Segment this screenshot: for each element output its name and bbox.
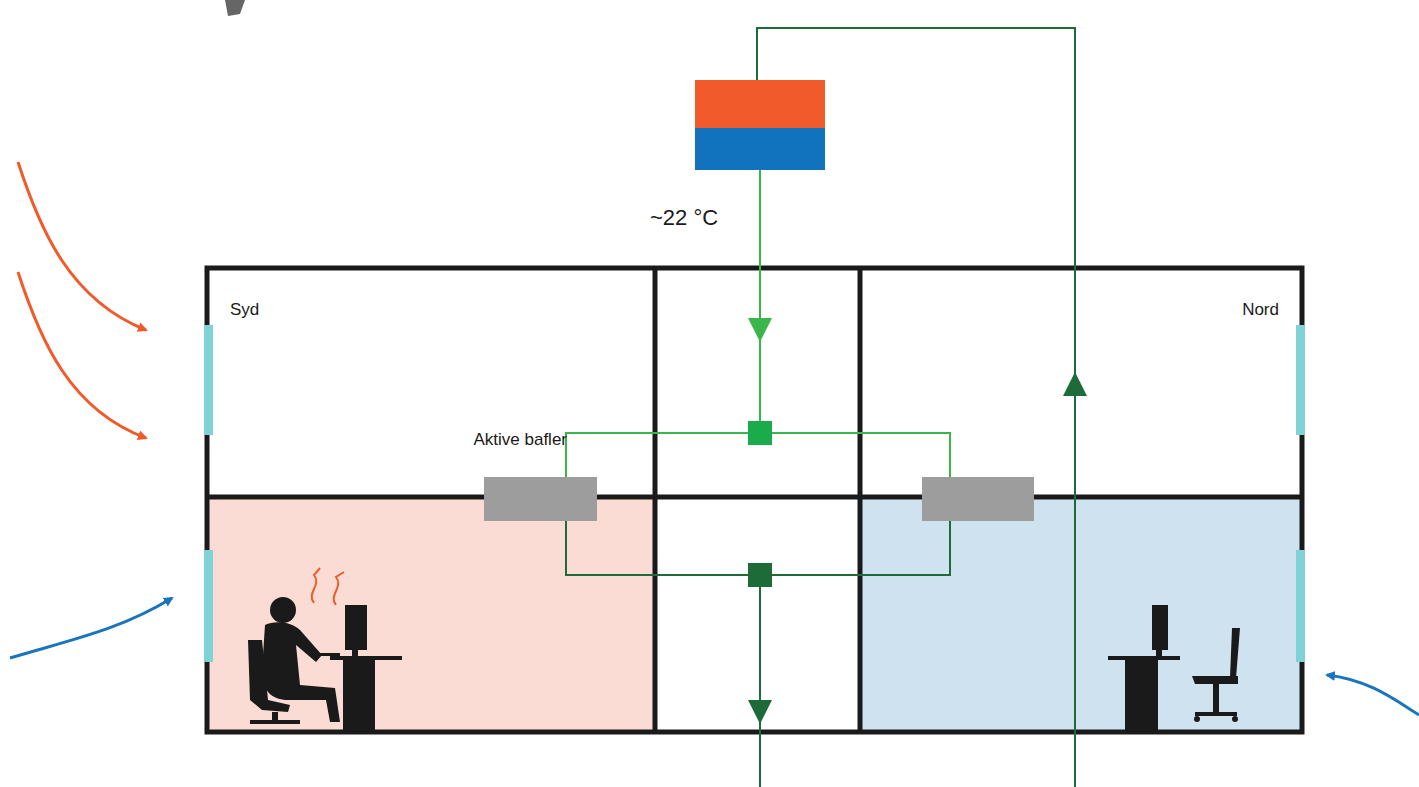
heat-pump-hot <box>695 80 825 128</box>
windows <box>204 325 1305 662</box>
return-pipe <box>566 28 1075 787</box>
room: Nord <box>860 268 1302 497</box>
room-label: Syd <box>230 300 259 320</box>
junction <box>748 421 772 445</box>
air-arrows <box>10 598 1419 715</box>
baffle-label: Aktive bafler <box>473 430 567 450</box>
baffle: Aktive bafler <box>484 477 597 521</box>
person-at-desk <box>248 597 402 732</box>
junction <box>748 563 772 587</box>
heat-pump-cold <box>695 128 825 170</box>
flow-arrow <box>748 318 772 342</box>
corner-shape <box>225 0 245 16</box>
room: Syd <box>207 268 655 497</box>
solar-arrows <box>18 162 146 438</box>
supply-pipe <box>566 170 950 477</box>
flow-arrow <box>1063 372 1087 396</box>
temperature-label: ~22 °C <box>650 205 718 231</box>
room-label: Nord <box>1242 300 1279 320</box>
empty-desk <box>1108 605 1240 732</box>
cool-room <box>860 497 1302 732</box>
building-walls <box>207 268 1302 732</box>
baffle <box>922 477 1034 521</box>
warm-room <box>207 497 655 732</box>
flow-arrow <box>748 700 772 724</box>
heat-waves <box>312 568 344 605</box>
